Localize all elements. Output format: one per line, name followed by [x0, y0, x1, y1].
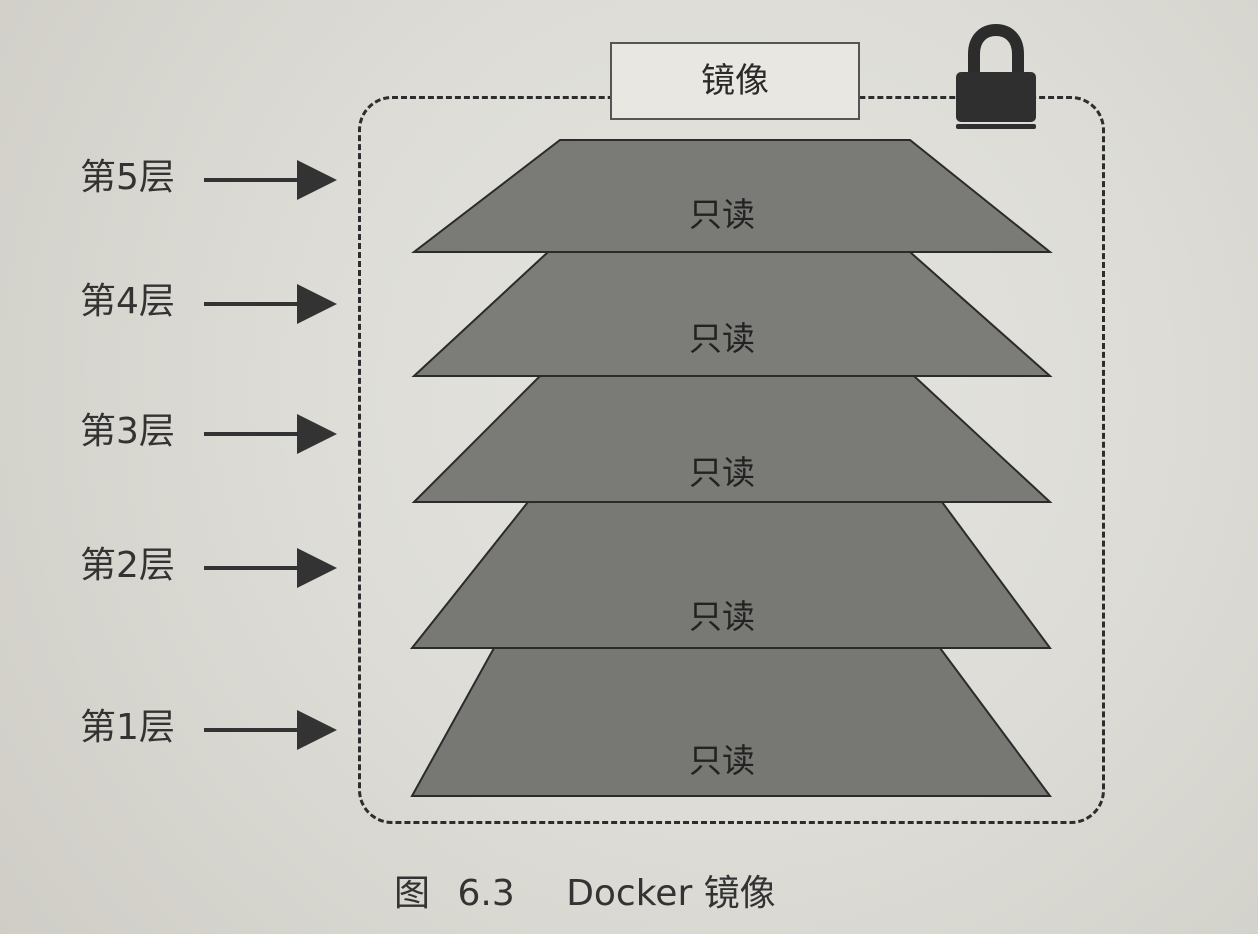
- readonly-label-2: 只读: [689, 597, 755, 636]
- image-box: 镜像: [610, 42, 860, 120]
- caption-number: 6.3: [457, 873, 515, 914]
- caption-text: Docker 镜像: [566, 873, 776, 914]
- layer-4-shape: [411, 251, 1053, 377]
- layer-2-shape: [409, 501, 1052, 649]
- layer-3-shape: [411, 375, 1053, 503]
- layer-label-1: 第1层: [80, 707, 175, 748]
- readonly-label-5: 只读: [689, 195, 755, 234]
- readonly-label-1: 只读: [689, 741, 755, 780]
- image-label: 镜像: [701, 61, 769, 101]
- caption-prefix: 图: [394, 873, 431, 914]
- layer-label-2: 第2层: [80, 545, 175, 586]
- layer-label-3: 第3层: [80, 411, 175, 452]
- readonly-label-4: 只读: [689, 319, 755, 358]
- layer-label-4: 第4层: [80, 281, 175, 322]
- layer-label-5: 第5层: [80, 157, 175, 198]
- readonly-label-3: 只读: [689, 453, 755, 492]
- lock-icon: [948, 24, 1044, 134]
- figure-caption: 图 6.3 Docker 镜像: [394, 876, 776, 912]
- layer-1-shape: [410, 647, 1052, 797]
- layer-5-shape: [411, 139, 1053, 253]
